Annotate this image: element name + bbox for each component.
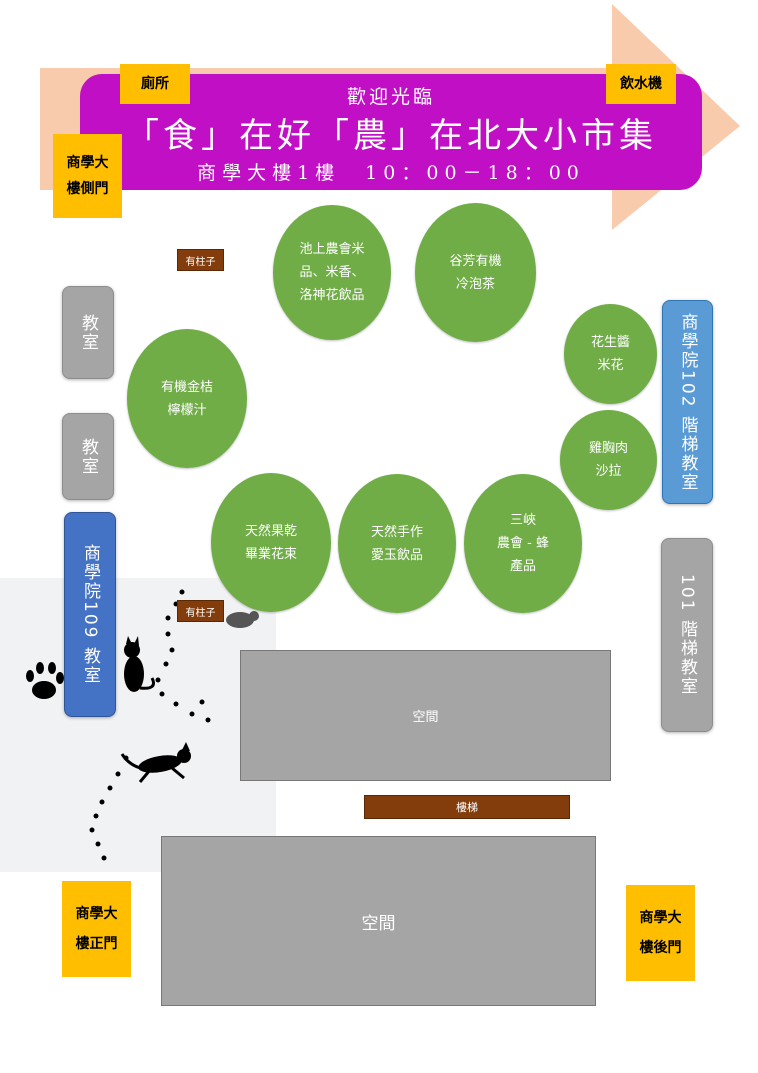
welcome-banner: 歡迎光臨 「食」在好「農」在北大小市集 商學大樓1樓 10：00－18：00 — [80, 74, 702, 190]
booth-line: 檸檬汁 — [167, 402, 207, 418]
water-dispenser-label: 飲水機 — [606, 64, 676, 104]
booth-chishang: 池上農會米 品、米香、 洛神花飲品 — [273, 205, 391, 340]
side-door-line2: 樓側門 — [66, 181, 109, 197]
booth-kumquat-juice: 有機金桔 檸檬汁 — [127, 329, 247, 468]
booth-gufang-tea: 谷芳有機 冷泡茶 — [415, 203, 536, 342]
room-102-label: 商學院102 階梯教室 — [677, 312, 698, 492]
booth-line: 雞胸肉 — [588, 441, 628, 456]
booth-line: 池上農會米 — [299, 242, 365, 257]
footprint-trail-icon — [89, 589, 211, 861]
banner-welcome: 歡迎光臨 — [346, 86, 435, 108]
room-102: 商學院102 階梯教室 — [662, 300, 713, 504]
booth-line: 沙拉 — [595, 464, 622, 479]
small-cat-icon — [226, 611, 259, 628]
booth-aiyu-drink: 天然手作 愛玉飲品 — [338, 474, 456, 613]
booth-line: 冷泡茶 — [455, 276, 495, 292]
banner-title: 「食」在好「農」在北大小市集 — [125, 116, 657, 156]
booth-line: 天然手作 — [370, 524, 423, 540]
pillar-marker: 有柱子 — [177, 249, 224, 271]
booth-line: 品、米香、 — [299, 265, 365, 280]
back-door-label: 商學大 樓後門 — [626, 885, 695, 981]
back-door-line2: 樓後門 — [639, 940, 682, 956]
back-door-line1: 商學大 — [639, 910, 682, 926]
booth-line: 產品 — [509, 559, 536, 574]
room-109-label: 商學院109 教室 — [80, 544, 100, 685]
front-door-line1: 商學大 — [75, 906, 118, 922]
space-area: 空間 — [240, 650, 611, 781]
side-door-line1: 商學大 — [66, 155, 109, 171]
classroom-2: 教室 — [62, 413, 114, 500]
booth-line: 三峽 — [509, 513, 536, 528]
booth-line: 天然果乾 — [244, 523, 297, 539]
front-door-label: 商學大 樓正門 — [62, 881, 131, 977]
booth-line: 谷芳有機 — [449, 253, 502, 269]
booth-line: 洛神花飲品 — [299, 288, 365, 303]
side-door-label: 商學大 樓側門 — [53, 134, 122, 218]
running-cat-icon — [120, 742, 191, 783]
booth-line: 農會 - 蜂 — [497, 536, 549, 551]
room-101: 101 階梯教室 — [661, 538, 713, 732]
stairs-marker: 樓梯 — [364, 795, 570, 819]
space-area: 空間 — [161, 836, 596, 1006]
toilet-label: 廁所 — [120, 64, 190, 104]
booth-chicken-salad: 雞胸肉 沙拉 — [560, 410, 657, 510]
booth-line: 花生醬 — [590, 335, 630, 350]
booth-dried-fruit: 天然果乾 畢業花束 — [211, 473, 331, 612]
classroom-1: 教室 — [62, 286, 114, 379]
booth-line: 愛玉飲品 — [370, 547, 423, 563]
classroom-2-label: 教室 — [78, 437, 98, 476]
pillar-marker: 有柱子 — [177, 600, 224, 622]
front-door-line2: 樓正門 — [75, 936, 118, 952]
paw-print-icon — [26, 662, 64, 699]
booth-sanxia-honey: 三峽 農會 - 蜂 產品 — [464, 474, 582, 613]
booth-peanut-rice: 花生醬 米花 — [564, 304, 657, 404]
booth-line: 畢業花束 — [244, 546, 297, 562]
banner-location-time: 商學大樓1樓 10：00－18：00 — [197, 162, 585, 184]
room-101-label: 101 階梯教室 — [677, 574, 697, 696]
cat-footprints-decoration — [0, 578, 276, 872]
sitting-cat-icon — [124, 636, 155, 692]
room-109: 商學院109 教室 — [64, 512, 116, 717]
classroom-1-label: 教室 — [78, 313, 98, 352]
booth-line: 米花 — [597, 358, 624, 373]
booth-line: 有機金桔 — [160, 379, 213, 395]
